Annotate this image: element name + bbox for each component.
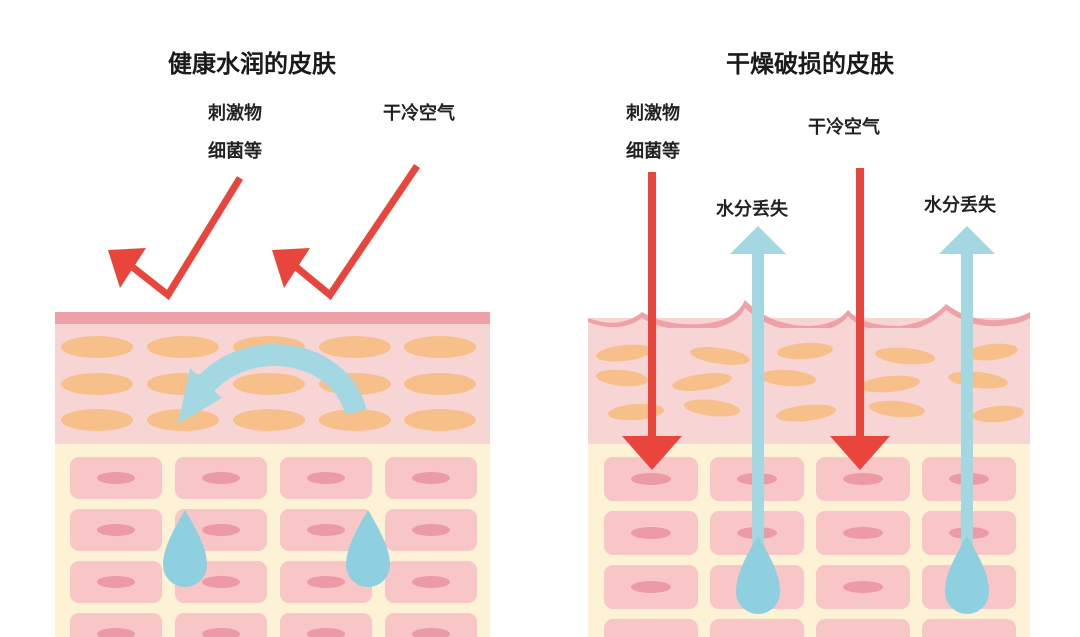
penetrating-cold-air-arrow [830,168,890,470]
water-loss-label-1: 水分丢失 [716,199,788,220]
damaged-cold-air-label: 干冷空气 [808,117,880,138]
healthy-cells [70,457,477,637]
damaged-irritants-label-line2: 细菌等 [626,141,680,162]
healthy-irritants-label-line2: 细菌等 [208,141,262,162]
water-drop-icon [346,510,390,587]
penetrating-irritant-arrow [622,172,682,470]
water-drop-icon [163,510,207,587]
healthy-surface-band [55,312,490,324]
water-loss-arrow [730,226,786,550]
water-drop-icon [736,536,780,614]
damaged-skin-title: 干燥破损的皮肤 [726,50,894,78]
damaged-surface-fill [588,308,1030,332]
water-loss-arrow [939,226,995,550]
healthy-cold-air-label: 干冷空气 [383,103,455,124]
damaged-irritants-label-line1: 刺激物 [626,103,680,124]
deflected-irritant-arrow [108,176,243,301]
healthy-skin-title: 健康水润的皮肤 [168,50,336,78]
healthy-skin-panel [55,164,490,637]
healthy-irritants-label-line1: 刺激物 [208,103,262,124]
water-loss-label-2: 水分丢失 [924,195,996,216]
damaged-skin-panel [588,168,1030,637]
moisture-retention-arrow [178,344,367,424]
water-drop-icon [945,536,989,614]
deflected-cold-air-arrow [272,164,420,301]
